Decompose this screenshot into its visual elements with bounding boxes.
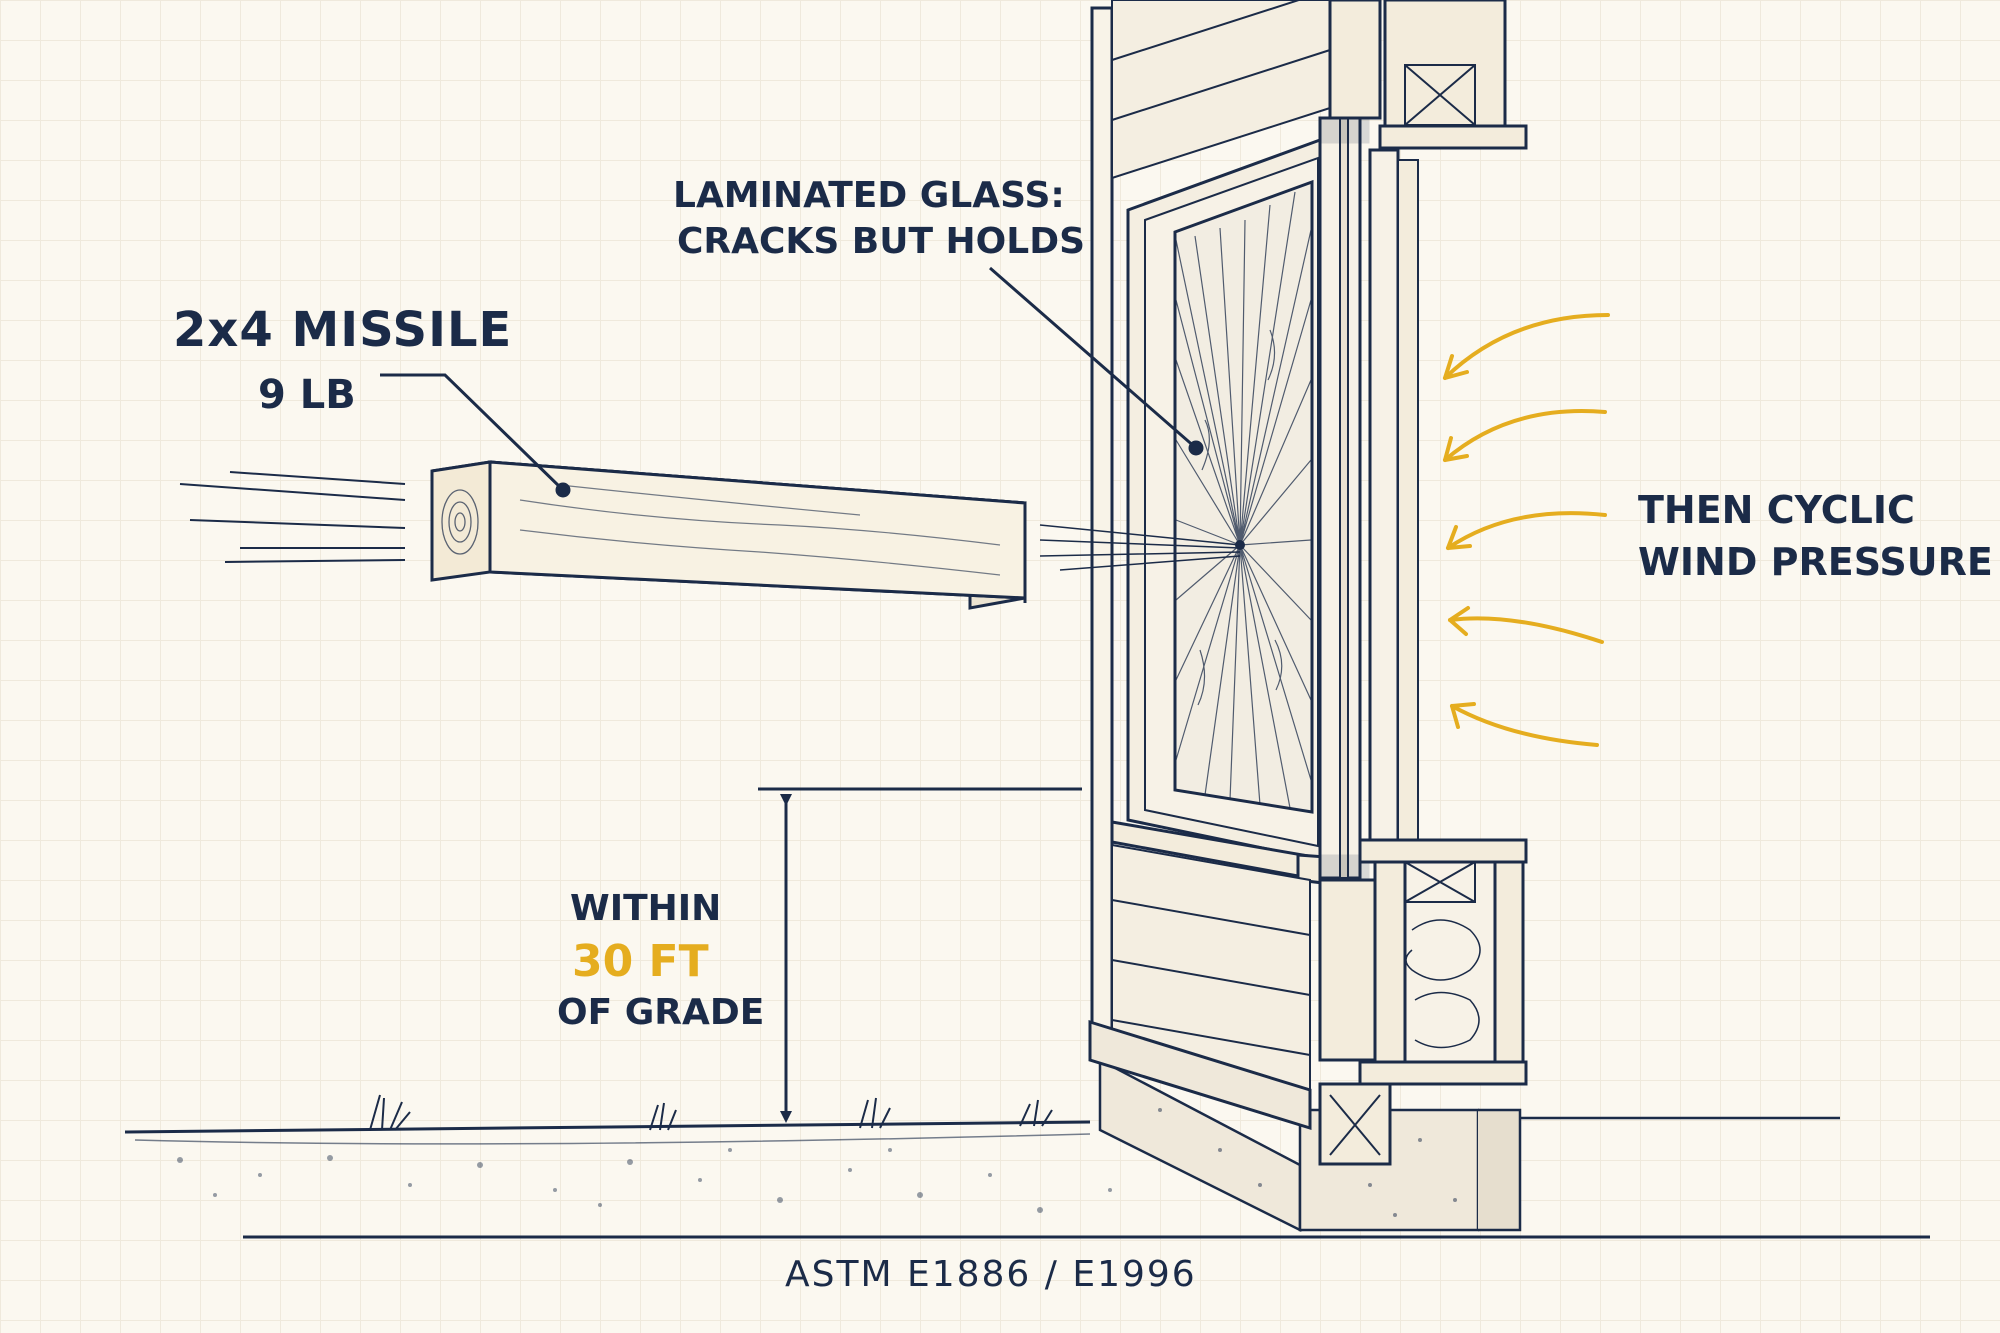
height-label-line1: WITHIN bbox=[570, 888, 722, 929]
corner-trim bbox=[1090, 6, 1114, 1062]
two-by-four-missile bbox=[430, 460, 1027, 610]
missile-title: 2x4 MISSILE bbox=[173, 302, 513, 358]
glass-label-line1: LAMINATED GLASS: bbox=[673, 175, 1065, 216]
height-label-line3: OF GRADE bbox=[557, 992, 765, 1033]
motion-lines bbox=[179, 471, 1241, 571]
height-value: 30 FT bbox=[572, 936, 709, 987]
ground bbox=[124, 1094, 1112, 1213]
missile-weight: 9 LB bbox=[258, 372, 356, 418]
laminated-glass bbox=[1173, 179, 1314, 814]
wind-label-line1: THEN CYCLIC bbox=[1638, 488, 1915, 532]
wind-pressure-arrows bbox=[1443, 313, 1610, 747]
leader-lines bbox=[380, 266, 1204, 498]
wind-label-line2: WIND PRESSURE bbox=[1638, 540, 1993, 584]
lower-siding bbox=[1088, 843, 1312, 1131]
standard-reference: ASTM E1886 / E1996 bbox=[785, 1254, 1197, 1295]
wall-section bbox=[1318, 0, 1528, 1166]
glass-label-line2: CRACKS BUT HOLDS bbox=[677, 221, 1086, 262]
height-dimension bbox=[758, 787, 1082, 1123]
